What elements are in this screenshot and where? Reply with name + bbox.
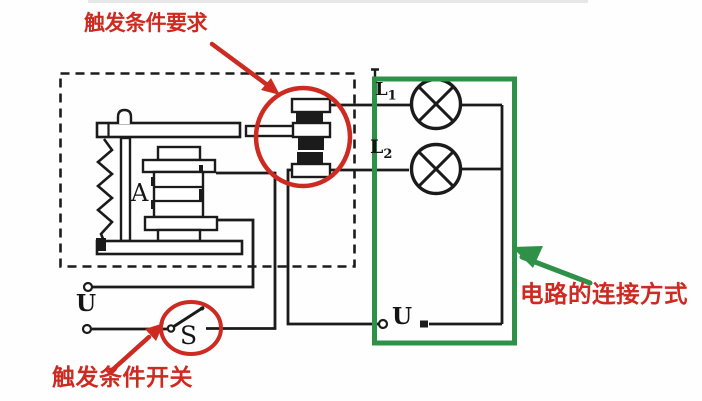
lamp-l1-label: L1 xyxy=(375,79,397,103)
source-left-bottom-terminal xyxy=(81,323,93,335)
lamp-l1-subscript: 1 xyxy=(387,88,397,104)
contact-pad xyxy=(296,112,323,123)
ink-blot xyxy=(151,200,155,209)
red-arrow-top-shaft xyxy=(209,41,269,87)
green-annotation-layer xyxy=(372,76,593,346)
source-right-round-terminal xyxy=(377,318,389,330)
relay-unit xyxy=(59,72,356,268)
lamp-L2-icon xyxy=(409,142,463,196)
support-post xyxy=(119,136,132,243)
switch-label: S xyxy=(180,321,198,350)
relay-contact-stack xyxy=(290,97,332,179)
source-left-label: U xyxy=(76,290,97,317)
lamp-l2-letter: L xyxy=(370,136,384,158)
relay-base-bar xyxy=(95,239,244,256)
lamp-l1-letter: L xyxy=(375,79,388,100)
annotation-circuit-connection: 电路的连接方式 xyxy=(520,281,688,307)
coil-pedestal xyxy=(156,228,202,243)
red-annotation-layer xyxy=(107,41,353,375)
spring-zigzag xyxy=(96,138,114,242)
wire-contact-return xyxy=(286,168,379,326)
switch-blade-tip xyxy=(200,306,204,311)
lamp-L1-icon xyxy=(409,77,463,131)
red-circle-contacts xyxy=(253,85,353,189)
fixed-contact-bottom-plate xyxy=(290,162,332,179)
switch-hinge-terminal xyxy=(166,324,176,333)
switch-blade xyxy=(172,305,205,329)
wire-coil-to-source xyxy=(92,218,255,289)
coil-body xyxy=(152,170,205,219)
fixed-contact-top-plate xyxy=(290,97,332,114)
relay-coil-label: A xyxy=(131,179,149,207)
armature-pivot-bump xyxy=(116,108,133,124)
ink-blot xyxy=(199,189,204,200)
photo-edge-streak xyxy=(88,0,588,3)
coil-top-cap xyxy=(156,145,202,162)
circuit-wires xyxy=(92,103,504,331)
source-right-label: U xyxy=(392,303,413,330)
moving-contact-plate xyxy=(291,121,332,139)
red-arrow-switch-shaft xyxy=(107,334,152,375)
source-left-top-terminal xyxy=(82,281,94,293)
coil-lower-flange xyxy=(143,215,219,232)
annotation-trigger-switch: 触发条件开关 xyxy=(52,364,193,390)
annotation-trigger-requirement: 触发条件要求 xyxy=(84,12,208,35)
ink-blot xyxy=(96,238,106,251)
red-arrow-switch-head xyxy=(145,323,164,341)
contact-pad xyxy=(298,137,324,150)
lamp-cross-line xyxy=(417,85,455,123)
green-arrow-head xyxy=(512,246,543,268)
relay-armature-bar xyxy=(95,121,242,139)
terminals-and-switch xyxy=(81,68,428,335)
source-right-square-terminal xyxy=(420,320,428,328)
wire-coil-to-switch xyxy=(206,171,277,330)
ink-blot xyxy=(199,165,203,173)
lamp-l2-label: L2 xyxy=(370,136,392,161)
coil-upper-flange xyxy=(141,158,217,174)
red-arrow-top-head xyxy=(261,78,280,95)
green-highlight-box xyxy=(372,76,517,346)
ink-blot xyxy=(151,177,155,186)
contact-pad xyxy=(297,152,323,164)
lamp-l2-subscript: 2 xyxy=(383,146,393,162)
armature-contact-link xyxy=(244,124,296,138)
lamp-cross-line xyxy=(417,150,455,188)
